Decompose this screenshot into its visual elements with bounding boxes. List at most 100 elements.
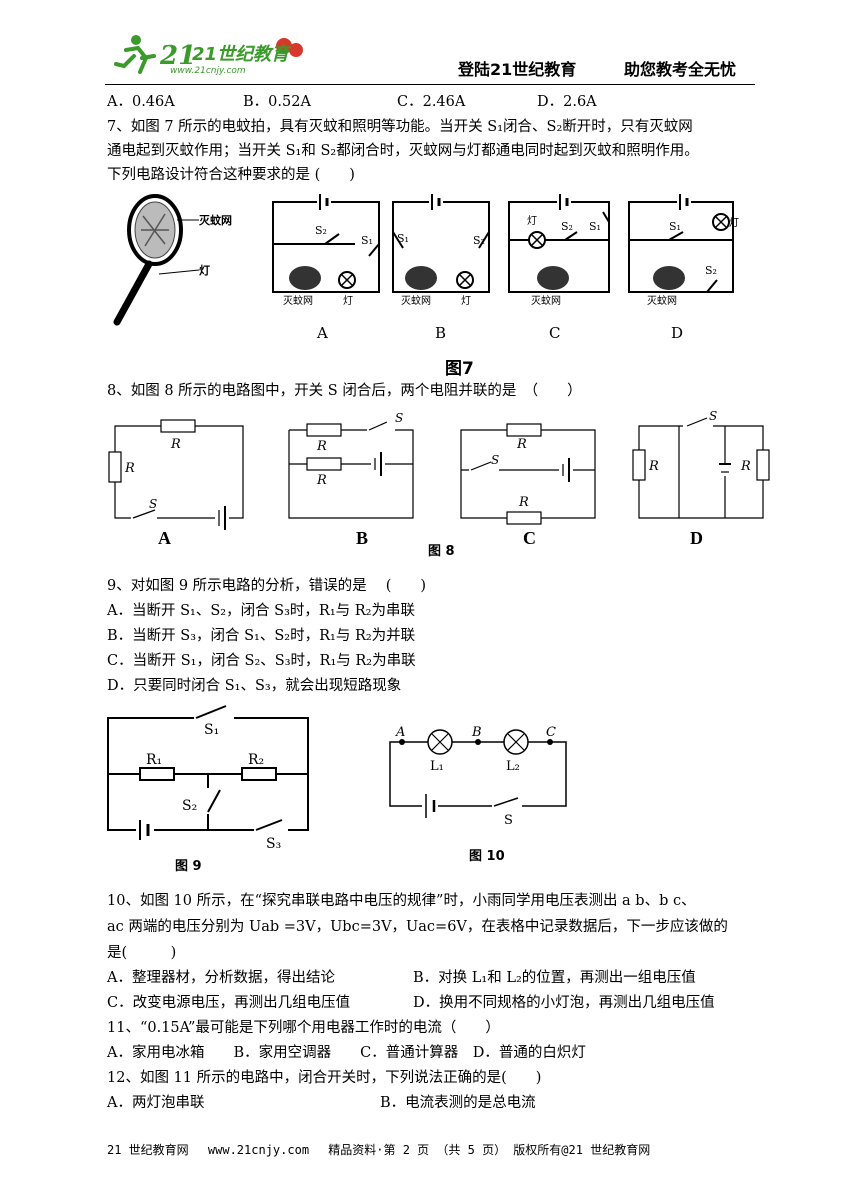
q6-option-c: C．2.46A [397, 94, 466, 110]
q6-option-a: A．0.46A [107, 94, 175, 110]
header-rule [105, 84, 755, 85]
svg-text:S₂: S₂ [182, 798, 197, 814]
logo-text: 21世纪教育 [192, 44, 290, 65]
site-logo: 21 21世纪教育 www.21cnjy.com [112, 28, 312, 84]
header-slogan-right: 助您教考全无忧 [624, 60, 737, 79]
svg-text:灭蚊网: 灭蚊网 [283, 294, 313, 307]
fig8-circuits: R R S R S R R S R [108, 410, 770, 530]
q8-question: 8、如图 8 所示的电路图中，开关 S 闭合后，两个电阻并联的是 （ ） [107, 383, 582, 399]
q7-line1: 7、如图 7 所示的电蚊拍，具有灭蚊和照明等功能。当开关 S₁闭合、S₂断开时，… [107, 119, 693, 135]
fig7-circuit-b: S₁ S₂ 灭蚊网 灯 B [392, 194, 490, 342]
q9-option-c: C．当断开 S₁，闭合 S₂、S₃时，R₁与 R₂为串联 [107, 653, 416, 669]
svg-text:A: A [395, 725, 405, 740]
q12-question: 12、如图 11 所示的电路中，闭合开关时，下列说法正确的是( ) [107, 1070, 542, 1086]
fig8-caption: 图 8 [428, 544, 455, 559]
svg-text:灭蚊网: 灭蚊网 [647, 294, 677, 307]
fig8-circuit-a: R R S [108, 419, 244, 530]
q10-line3: 是( ) [107, 945, 177, 961]
svg-text:C: C [546, 725, 556, 740]
svg-text:R: R [516, 437, 527, 452]
svg-text:S: S [395, 411, 403, 425]
q10-option-c: C．改变电源电压，再测出几组电压值 [107, 995, 351, 1011]
svg-text:R: R [740, 459, 751, 474]
fig10-caption: 图 10 [469, 849, 505, 864]
svg-text:S₁: S₁ [397, 232, 409, 245]
svg-text:灭蚊网: 灭蚊网 [531, 294, 561, 307]
racket-lamp-label: 灯 [199, 263, 210, 277]
fig7-circuit-a: S₂ S₁ 灭蚊网 灯 A [272, 194, 380, 342]
svg-text:S: S [491, 453, 499, 467]
svg-text:S₂: S₂ [473, 234, 485, 247]
fig7-circuit-c: 灯 S₂ S₁ 灭蚊网 C [508, 194, 610, 342]
fig10-circuit: A B C L₁ L₂ S [389, 725, 567, 828]
svg-text:R: R [124, 461, 135, 476]
svg-text:灯: 灯 [527, 215, 537, 227]
svg-text:灯: 灯 [461, 295, 471, 307]
svg-text:S: S [149, 497, 157, 511]
svg-text:L₁: L₁ [430, 759, 444, 774]
svg-text:S₂: S₂ [705, 264, 717, 277]
q7-line2: 通电起到灭蚊作用；当开关 S₁和 S₂都闭合时，灭蚊网与灯都通电同时起到灭蚊和照… [107, 143, 699, 159]
svg-text:S: S [709, 410, 717, 423]
q7-line3: 下列电路设计符合这种要求的是 ( ) [107, 167, 355, 183]
svg-text:R: R [170, 437, 181, 452]
svg-text:R: R [648, 459, 659, 474]
q12-option-b: B．电流表测的是总电流 [380, 1095, 536, 1111]
fig8-letter-d: D [690, 528, 703, 548]
svg-text:灯: 灯 [343, 295, 353, 307]
q10-line2: ac 两端的电压分别为 Uab =3V，Ubc=3V，Uac=6V，在表格中记录… [107, 919, 728, 935]
svg-text:R: R [518, 495, 529, 510]
fig8-letter-b: B [356, 528, 369, 548]
fig7-caption: 图7 [445, 359, 474, 379]
q9-option-a: A．当断开 S₁、S₂，闭合 S₃时，R₁与 R₂为串联 [107, 603, 415, 619]
fig7-letter-d: D [671, 324, 683, 342]
svg-text:S₂: S₂ [315, 224, 327, 237]
svg-text:S₁: S₁ [589, 220, 601, 233]
fig7-circuits: S₂ S₁ 灭蚊网 灯 A S₁ S₂ 灭蚊网 灯 B 灯 S₂ [272, 194, 739, 342]
q9-option-b: B．当断开 S₃，闭合 S₁、S₂时，R₁与 R₂为并联 [107, 628, 416, 644]
svg-text:灯: 灯 [729, 217, 739, 229]
q12-option-a: A．两灯泡串联 [107, 1095, 205, 1111]
svg-text:R₁: R₁ [146, 752, 162, 768]
racket-net-label: 灭蚊网 [198, 213, 232, 227]
svg-text:L₂: L₂ [506, 759, 520, 774]
q10-option-a: A．整理器材，分析数据，得出结论 [107, 970, 335, 986]
logo-url: www.21cnjy.com [170, 66, 246, 76]
header-slogan-left: 登陆21世纪教育 [458, 60, 577, 79]
fig8-circuit-b: R S R [288, 411, 414, 519]
q11-options: A．家用电冰箱 B．家用空调器 C．普通计算器 D．普通的白炽灯 [107, 1045, 586, 1061]
fig9-caption: 图 9 [175, 859, 202, 874]
fig7-letter-b: B [435, 324, 446, 342]
q9-question: 9、对如图 9 所示电路的分析，错误的是 ( ) [107, 578, 427, 594]
svg-text:S₁: S₁ [361, 234, 373, 247]
q6-option-d: D．2.6A [537, 94, 597, 110]
fig8-circuit-c: R S R [460, 423, 596, 525]
q6-option-b: B．0.52A [243, 94, 311, 110]
q10-option-b: B．对换 L₁和 L₂的位置，再测出一组电压值 [413, 970, 696, 986]
fig7-racket: 灭蚊网 灯 [113, 194, 232, 326]
logo-graphic: 21 [114, 35, 303, 74]
svg-text:S₁: S₁ [204, 722, 219, 738]
q11-question: 11、“0.15A”最可能是下列哪个用电器工作时的电流（ ） [107, 1020, 500, 1036]
svg-text:R: R [316, 473, 327, 488]
fig7-letter-c: C [549, 324, 560, 342]
svg-text:S: S [504, 813, 513, 828]
fig8-letter-a: A [158, 528, 171, 548]
q9-option-d: D．只要同时闭合 S₁、S₃，就会出现短路现象 [107, 678, 402, 694]
svg-text:S₂: S₂ [561, 220, 573, 233]
svg-text:R: R [316, 439, 327, 454]
svg-text:灭蚊网: 灭蚊网 [401, 294, 431, 307]
svg-text:S₃: S₃ [266, 836, 281, 852]
fig8-circuit-d: S R R [632, 410, 770, 519]
svg-text:21: 21 [159, 41, 196, 71]
fig8-letter-c: C [523, 528, 536, 548]
fig7-circuit-d: S₁ 灯 S₂ 灭蚊网 D [628, 194, 739, 342]
svg-text:R₂: R₂ [248, 752, 264, 768]
svg-text:B: B [471, 725, 482, 740]
fig7-letter-a: A [316, 324, 328, 342]
q10-line1: 10、如图 10 所示，在“探究串联电路中电压的规律”时，小雨同学用电压表测出 … [107, 893, 696, 909]
fig9-circuit: S₁ R₁ R₂ S₂ S₃ [107, 705, 309, 852]
svg-text:S₁: S₁ [669, 220, 681, 233]
page-footer: 21 世纪教育网 www.21cnjy.com 精品资料·第 2 页 （共 5 … [107, 1143, 651, 1157]
q10-option-d: D．换用不同规格的小灯泡，再测出几组电压值 [413, 995, 715, 1011]
